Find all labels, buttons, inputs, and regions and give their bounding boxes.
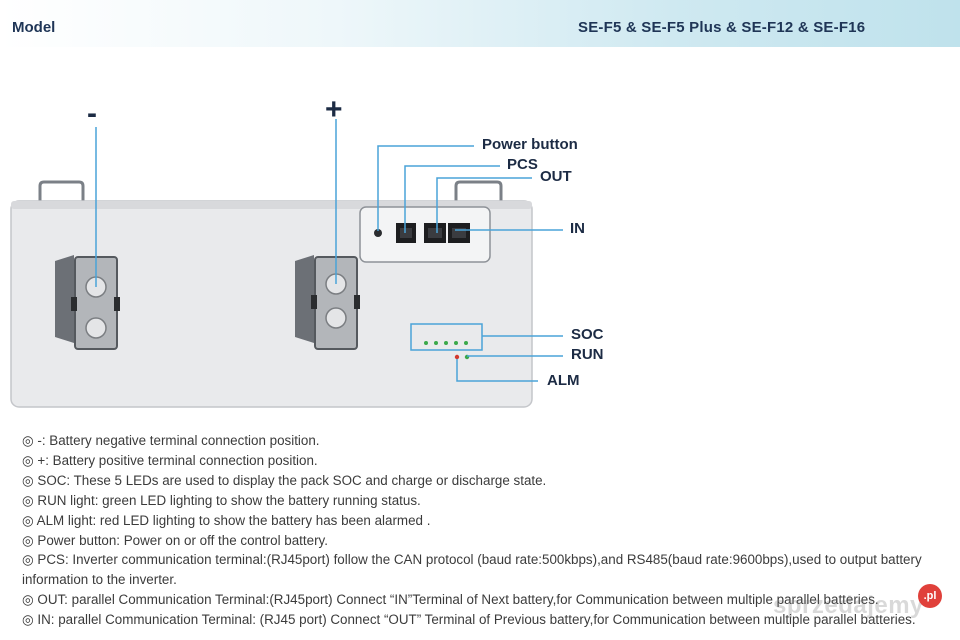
callout-pcs: PCS bbox=[507, 156, 538, 173]
right-handle bbox=[454, 180, 503, 205]
callout-in: IN bbox=[570, 220, 585, 237]
note-run: ◎ RUN light: green LED lighting to show … bbox=[22, 492, 421, 508]
soc-led-1 bbox=[424, 341, 428, 345]
note-in: ◎ IN: parallel Communication Terminal: (… bbox=[22, 612, 916, 628]
soc-led-box bbox=[410, 323, 483, 351]
note-out: ◎ OUT: parallel Communication Terminal:(… bbox=[22, 592, 879, 608]
callout-alm: ALM bbox=[547, 372, 580, 389]
header-bar: Model SE-F5 & SE-F5 Plus & SE-F12 & SE-F… bbox=[0, 0, 960, 47]
note-alm: ◎ ALM light: red LED lighting to show th… bbox=[22, 512, 431, 528]
soc-led-4 bbox=[454, 341, 458, 345]
watermark-text: sprzedajemy bbox=[773, 592, 924, 619]
note-power-button: ◎ Power button: Power on or off the cont… bbox=[22, 532, 328, 548]
callout-run: RUN bbox=[571, 346, 604, 363]
note-positive: ◎ +: Battery positive terminal connectio… bbox=[22, 452, 318, 468]
model-names: SE-F5 & SE-F5 Plus & SE-F12 & SE-F16 bbox=[578, 19, 866, 36]
power-button bbox=[374, 229, 382, 237]
soc-led-5 bbox=[464, 341, 468, 345]
left-handle bbox=[38, 180, 85, 205]
negative-terminal-label: - bbox=[87, 97, 97, 130]
alm-led bbox=[454, 354, 460, 360]
callout-lines bbox=[95, 119, 563, 382]
note-pcs: ◎ PCS: Inverter communication terminal:(… bbox=[22, 552, 922, 588]
battery-front-panel-illustration bbox=[10, 119, 563, 408]
positive-terminal-cover bbox=[295, 255, 314, 343]
callout-soc: SOC bbox=[571, 326, 604, 343]
soc-led-2 bbox=[434, 341, 438, 345]
callout-out: OUT bbox=[540, 168, 572, 185]
callout-power-button: Power button bbox=[482, 136, 578, 153]
battery-diagram: - + Power button PCS OUT IN SOC RUN ALM bbox=[0, 47, 960, 427]
watermark-badge: .pl bbox=[918, 584, 942, 608]
model-label: Model bbox=[12, 19, 56, 36]
note-negative: ◎ -: Battery negative terminal connectio… bbox=[22, 433, 320, 448]
note-soc: ◎ SOC: These 5 LEDs are used to display … bbox=[22, 472, 547, 488]
soc-led-3 bbox=[444, 341, 448, 345]
negative-terminal-cover bbox=[55, 255, 74, 343]
positive-terminal-label: + bbox=[325, 93, 343, 126]
notes-list: ◎ -: Battery negative terminal connectio… bbox=[22, 431, 922, 630]
